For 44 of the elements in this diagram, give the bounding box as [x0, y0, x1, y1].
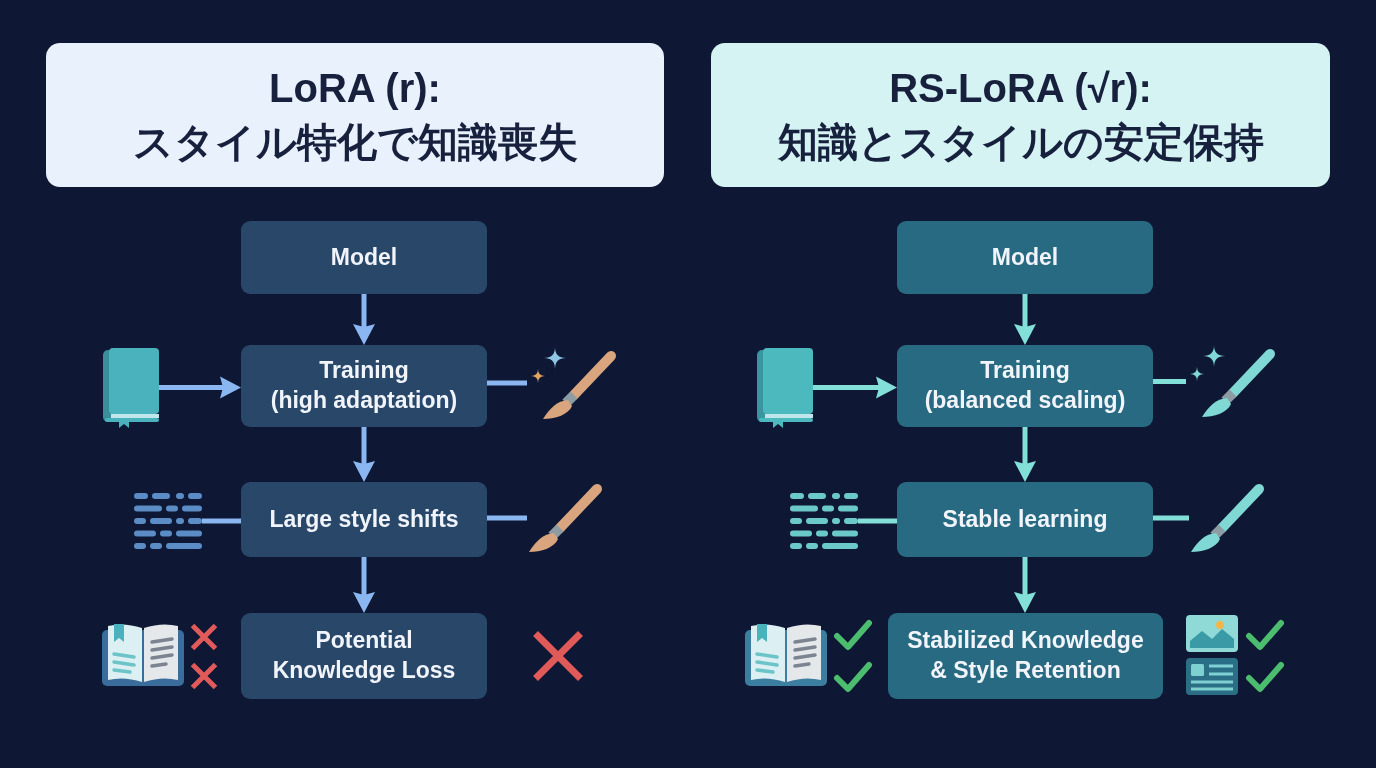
- paintbrush-icon: [1189, 483, 1265, 553]
- connector-line: [487, 380, 527, 386]
- book-icon: [757, 348, 813, 428]
- node-label: (balanced scaling): [924, 386, 1126, 415]
- node-label: Model: [330, 242, 398, 272]
- process-box: [241, 221, 487, 294]
- paintbrush-icon: [527, 483, 603, 553]
- process-box: [241, 613, 487, 699]
- panel-subtitle: スタイル特化で知識喪失: [132, 119, 578, 166]
- node-label: Stabilized Knowledge & Style Retention: [906, 626, 1145, 685]
- node-label: (high adaptation): [270, 386, 458, 415]
- text-lines-icon: [134, 493, 202, 549]
- process-box: [241, 482, 487, 557]
- connector-line: [858, 518, 897, 524]
- node-label: Stable learning: [942, 504, 1108, 534]
- process-box: [897, 221, 1153, 294]
- arrow: [353, 427, 375, 482]
- connector-line: [1153, 379, 1186, 384]
- process-box: [241, 345, 487, 427]
- panel-title: LoRA (r):: [269, 65, 441, 112]
- arrow: [813, 376, 897, 399]
- node-label: Large style shifts: [269, 504, 459, 534]
- arrow: [159, 376, 241, 399]
- arrow: [1014, 557, 1036, 613]
- panel-title: RS-LoRA (√r):: [889, 65, 1152, 112]
- process-box: [888, 613, 1163, 699]
- arrow: [1014, 294, 1036, 345]
- node-label: Model: [991, 242, 1059, 272]
- title-banner: [46, 43, 664, 187]
- process-box: [897, 482, 1153, 557]
- node-label: Training: [980, 356, 1070, 386]
- title-banner: [711, 43, 1330, 187]
- connector-line: [1153, 515, 1189, 521]
- panel-subtitle: 知識とスタイルの安定保持: [777, 119, 1264, 166]
- process-box: [897, 345, 1153, 427]
- arrow: [353, 294, 375, 345]
- book-icon: [103, 348, 159, 428]
- arrow: [1014, 427, 1036, 482]
- node-label: Potential Knowledge Loss: [271, 626, 457, 685]
- connector-line: [202, 518, 241, 524]
- node-label: Training: [319, 356, 409, 386]
- connector-line: [487, 515, 527, 521]
- arrow: [353, 557, 375, 613]
- text-lines-icon: [790, 493, 858, 549]
